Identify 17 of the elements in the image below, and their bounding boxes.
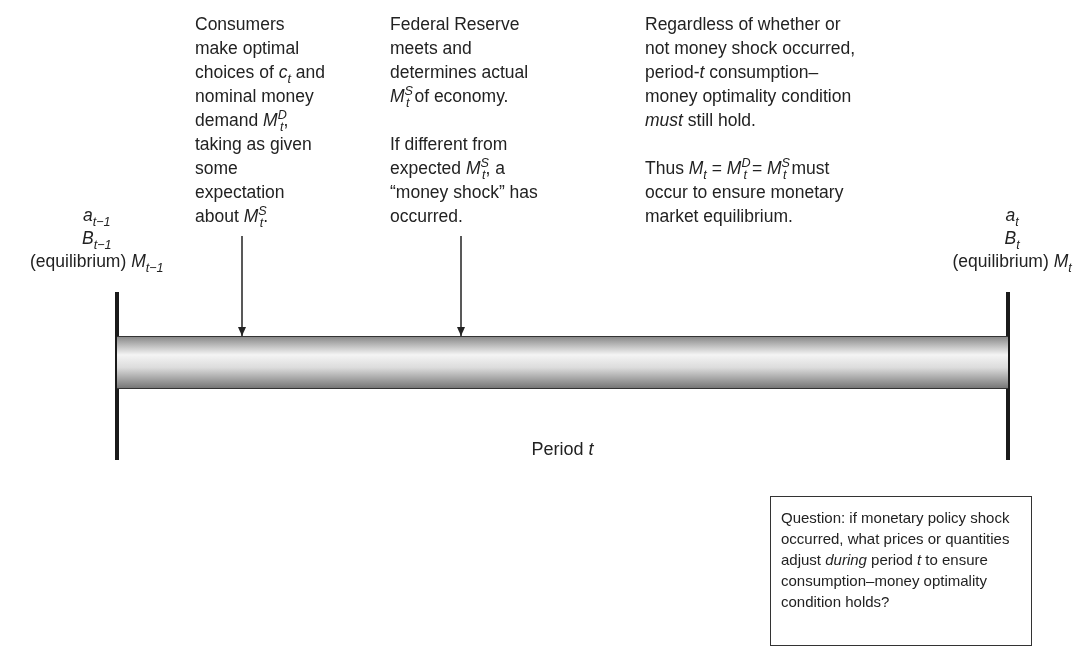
timeline-bar [117,336,1008,389]
arrow [457,235,465,337]
variable-label: a$_{t}$ [1005,204,1019,227]
period-label: Period t [531,439,594,460]
variable-label: a$_{t−1}$ [83,204,111,227]
annotation-text: If different from expected M$^{S}$$_{t}$, a “money shock” has occurred. [390,133,539,228]
question-box [770,496,1032,646]
question-text: Question: if monetary policy shock occurred, what prices or quantities adjust during period t to ensure consumption–money optimality condition holds? [781,508,1011,612]
variable-label: B$_{t}$ [1004,227,1020,250]
annotation-text: Federal Reserve meets and determines actual M$^{S}$$_{t}$ of economy. [390,13,530,108]
variable-label: (equilibrium) M$_{t−1}$ [30,250,164,273]
annotation-text: Regardless of whether or not money shock occurred, period-t consumption–money optimality condition must still hold. [645,13,857,132]
variable-label: B$_{t−1}$ [82,227,112,250]
variable-label: (equilibrium) M$_{t}$ [952,250,1072,273]
annotation-text: Thus M$_{t}$ = M$^{D}$$_{t}$ = M$^{S}$$_{t}$ must occur to ensure monetary market equilibrium. [645,156,845,228]
arrow [238,235,246,337]
annotation-text: Consumers make optimal choices of c$_{t}$ and nominal money demand M$^{D}$$_{t}$, taking as given some expectation about M$^{S}$$_{t}$. [195,13,325,228]
